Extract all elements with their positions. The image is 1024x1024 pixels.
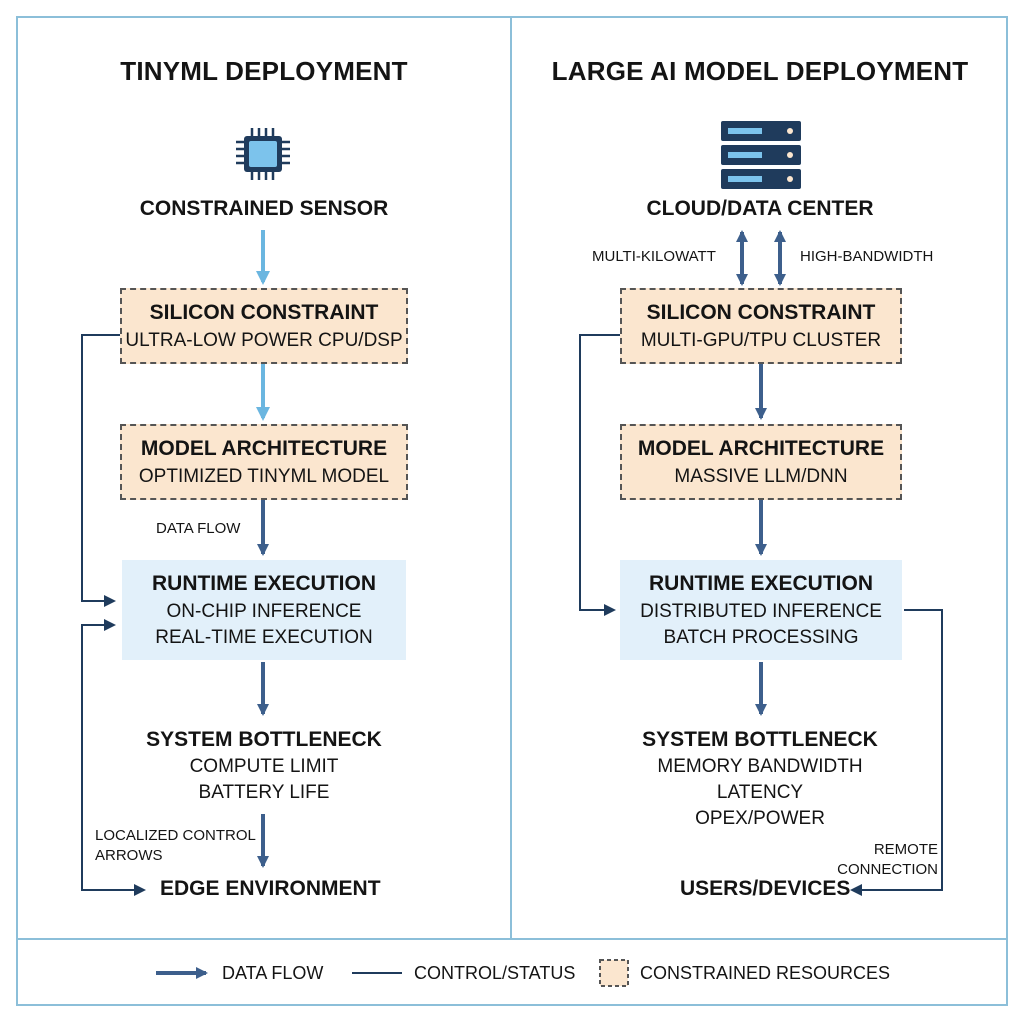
right-model-architecture-box: MODEL ARCHITECTURE MASSIVE LLM/DNN [620,424,902,500]
right-runtime-line-2: BATCH PROCESSING [663,627,859,648]
edge-environment-label: EDGE ENVIRONMENT [160,877,381,900]
constrained-sensor-label: CONSTRAINED SENSOR [139,197,389,220]
left-runtime-line-2: REAL-TIME EXECUTION [155,627,373,648]
legend-data-flow-label: DATA FLOW [222,962,324,983]
server-rack-icon [720,120,802,190]
legend-control-status: CONTROL/STATUS [414,960,575,986]
microchip-icon [234,124,294,184]
legend-constrained-resources: CONSTRAINED RESOURCES [640,960,890,986]
right-system-bottleneck: SYSTEM BOTTLENECK MEMORY BANDWIDTH LATEN… [512,726,1008,832]
legend-data-flow: DATA FLOW [222,960,323,986]
left-model-heading: MODEL ARCHITECTURE [140,437,388,460]
legend-divider [16,938,1008,940]
remote-connection-label: REMOTE CONNECTION [832,840,938,880]
left-silicon-heading: SILICON CONSTRAINT [149,301,379,324]
right-silicon-heading: SILICON CONSTRAINT [646,301,876,324]
left-runtime-execution-box: RUNTIME EXECUTION ON-CHIP INFERENCE REAL… [122,560,406,660]
high-bandwidth-label: HIGH-BANDWIDTH [800,248,934,265]
right-runtime-heading: RUNTIME EXECUTION [648,572,873,595]
legend-constrained-resources-label: CONSTRAINED RESOURCES [640,962,891,983]
right-silicon-detail: MULTI-GPU/TPU CLUSTER [640,330,882,351]
left-silicon-detail: ULTRA-LOW POWER CPU/DSP [125,330,403,351]
right-runtime-execution-box: RUNTIME EXECUTION DISTRIBUTED INFERENCE … [620,560,902,660]
control-loop-runtime-to-users [850,609,943,896]
left-runtime-line-1: ON-CHIP INFERENCE [166,601,362,622]
users-devices-label: USERS/DEVICES [680,877,851,900]
control-loop-silicon-to-runtime-right [579,334,622,616]
left-model-detail: OPTIMIZED TINYML MODEL [138,466,390,487]
right-bottleneck-line-2: LATENCY [716,782,804,803]
right-bottleneck-heading: SYSTEM BOTTLENECK [642,728,878,751]
right-bottleneck-line-3: OPEX/POWER [695,808,825,829]
right-panel-title: LARGE AI MODEL DEPLOYMENT [551,56,969,86]
legend-constrained-swatch [599,959,629,987]
left-system-bottleneck: SYSTEM BOTTLENECK COMPUTE LIMIT BATTERY … [18,726,510,806]
control-loop-silicon-to-runtime [81,334,120,607]
remote-connection-line-2: CONNECTION [837,861,938,878]
left-panel-title: TINYML DEPLOYMENT [120,56,408,86]
right-runtime-line-1: DISTRIBUTED INFERENCE [640,601,882,622]
diagram-frame [16,16,1008,1006]
localized-control-label: LOCALIZED CONTROL ARROWS [95,826,256,866]
left-silicon-constraint-box: SILICON CONSTRAINT ULTRA-LOW POWER CPU/D… [120,288,408,364]
localized-control-line-2: ARROWS [95,847,163,864]
left-bottleneck-heading: SYSTEM BOTTLENECK [146,728,382,751]
legend-control-status-label: CONTROL/STATUS [414,962,576,983]
localized-control-line-1: LOCALIZED CONTROL [95,827,256,844]
right-model-detail: MASSIVE LLM/DNN [674,466,848,487]
left-runtime-heading: RUNTIME EXECUTION [151,572,376,595]
left-model-architecture-box: MODEL ARCHITECTURE OPTIMIZED TINYML MODE… [120,424,408,500]
right-silicon-constraint-box: SILICON CONSTRAINT MULTI-GPU/TPU CLUSTER [620,288,902,364]
panel-divider [510,16,512,940]
right-model-heading: MODEL ARCHITECTURE [637,437,885,460]
right-bottleneck-line-1: MEMORY BANDWIDTH [657,756,863,777]
multi-kilowatt-label: MULTI-KILOWATT [592,248,716,265]
left-bottleneck-line-2: BATTERY LIFE [198,782,330,803]
remote-connection-line-1: REMOTE [873,841,938,858]
cloud-data-center-label: CLOUD/DATA CENTER [646,197,874,220]
data-flow-label: DATA FLOW [156,520,241,537]
left-bottleneck-line-1: COMPUTE LIMIT [189,756,339,777]
